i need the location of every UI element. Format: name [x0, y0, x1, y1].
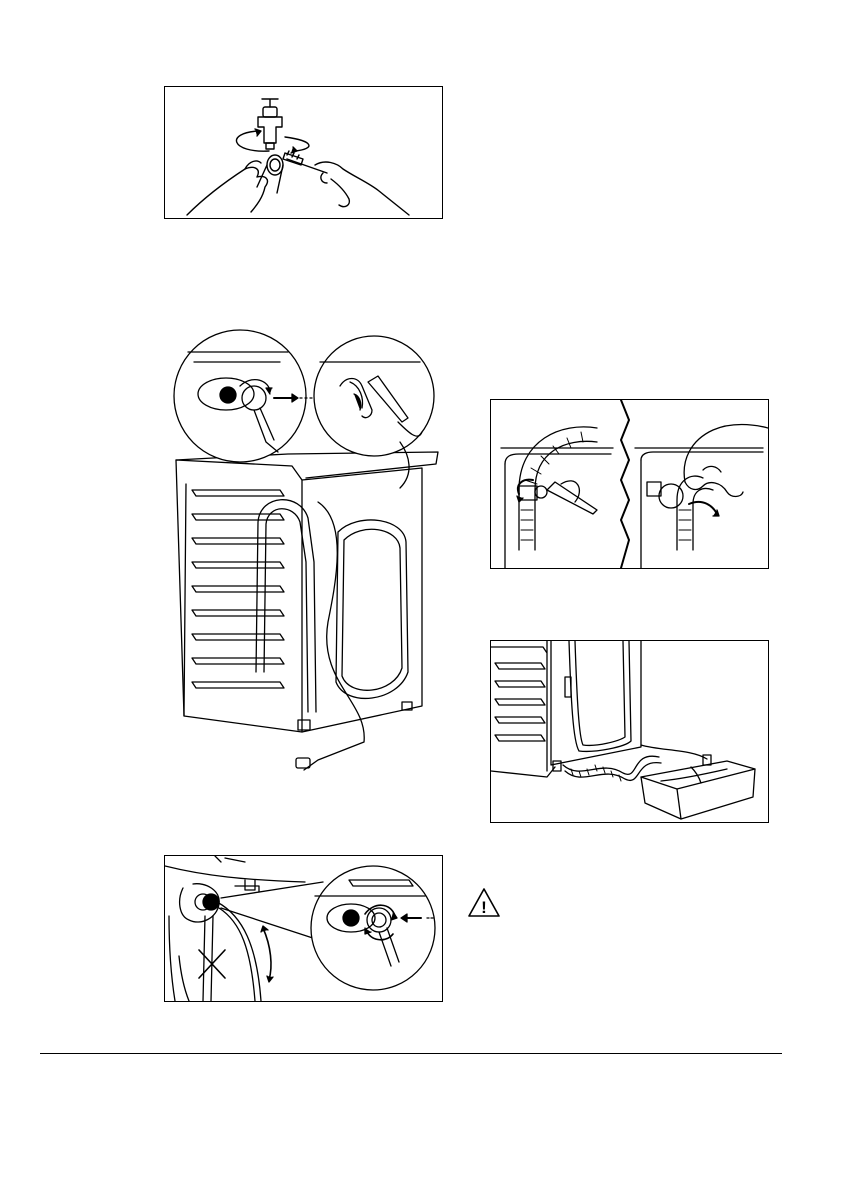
- inlet-valve-filter-illustration: [168, 322, 444, 774]
- inlet-hose-reconnect-illustration: [165, 856, 442, 1001]
- warning-triangle-icon: !: [467, 887, 501, 919]
- figure-drain-hose-removal: [490, 399, 769, 569]
- drain-hose-removal-illustration: [491, 400, 768, 568]
- footer-rule: [40, 1053, 782, 1054]
- figure-reconnect-inlet-hose: [164, 855, 443, 1002]
- warning-glyph: !: [481, 898, 487, 917]
- figure-drain-into-basin: [490, 640, 769, 823]
- figure-clean-tap-filter: [164, 86, 443, 219]
- drain-into-basin-illustration: [491, 641, 768, 822]
- tap-filter-cleaning-illustration: [165, 87, 442, 218]
- figure-inlet-valve-filter: [168, 322, 444, 774]
